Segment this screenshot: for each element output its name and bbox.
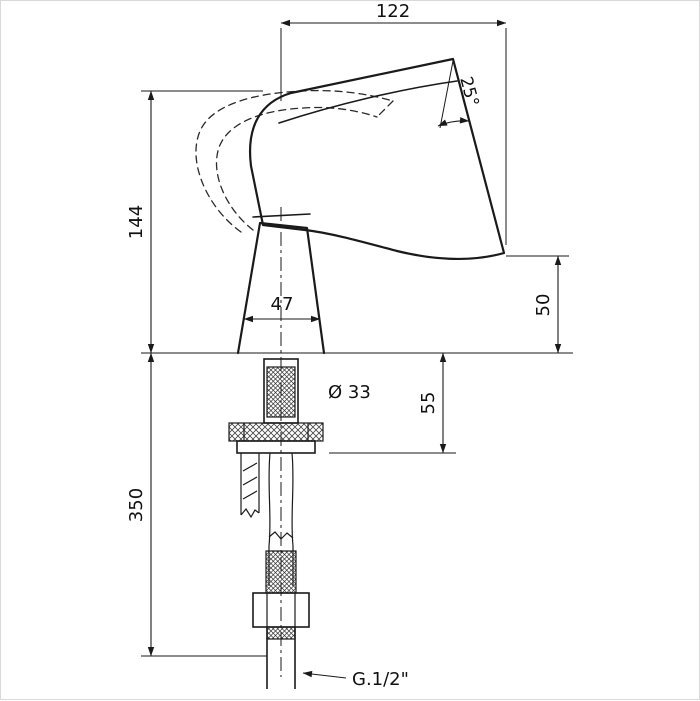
ghost-spout-outer-line	[195, 89, 394, 233]
dim-spout-drop-label: 50	[533, 294, 554, 317]
dim-supply-length-label: 350	[126, 488, 147, 522]
fixing-stud	[240, 453, 260, 519]
spout-outline	[248, 57, 506, 260]
body-outline	[236, 221, 326, 355]
spout-inner-edge	[278, 80, 458, 124]
shank-knurl-texture	[266, 366, 296, 418]
mounting-washer	[236, 440, 316, 454]
faucet-solid-outline	[236, 57, 506, 355]
supply-assembly	[141, 352, 573, 689]
connector-pipe	[266, 626, 296, 689]
ghost-spout-inner-line	[215, 106, 378, 231]
mounting-flange	[228, 422, 324, 442]
angle-arc-25	[437, 117, 470, 127]
spout-swivel-ghost	[195, 89, 394, 233]
hose-braid-texture	[265, 550, 297, 594]
dim-shank-length-label: 55	[418, 392, 439, 415]
angle-ref-line	[439, 60, 454, 129]
flexible-supply-hose	[265, 452, 297, 594]
ghost-spout-end-line	[376, 100, 394, 118]
pipe-thread-texture	[266, 626, 296, 640]
thread-leader-line	[302, 670, 347, 679]
dimension-lines: 122 25° 144 47 50 Ø 33 55 350 G.1/2"	[126, 1, 569, 690]
dim-hole-diameter-label: Ø 33	[328, 382, 371, 403]
dim-spout-height-label: 144	[126, 205, 147, 239]
dim-spout-angle-label: 25°	[455, 75, 482, 109]
dim-body-width-label: 47	[271, 294, 294, 315]
hose-break-squiggle	[268, 531, 294, 540]
dim-spout-reach-label: 122	[376, 1, 410, 22]
dim-thread-size-label: G.1/2"	[352, 669, 409, 690]
